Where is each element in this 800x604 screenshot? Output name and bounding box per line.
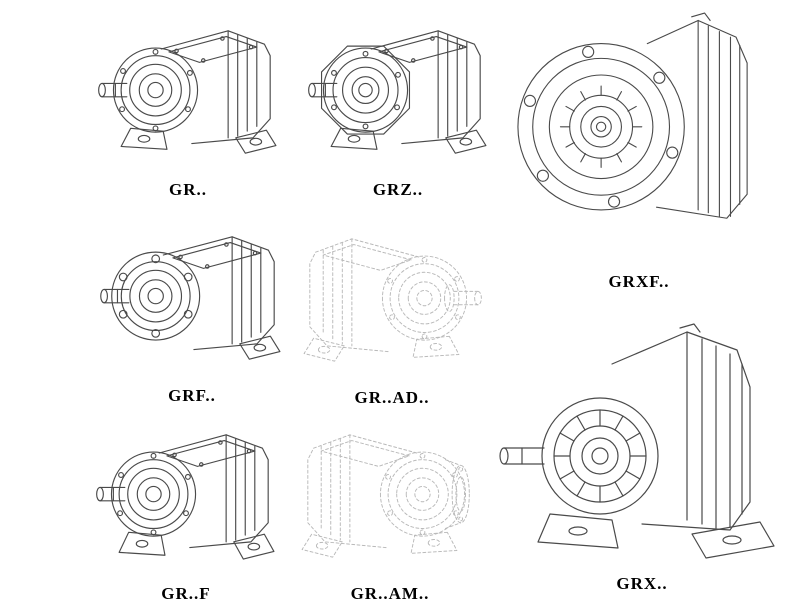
figure-grx: GRX.. bbox=[492, 302, 792, 594]
figure-label-gr: GR.. bbox=[169, 180, 207, 199]
gearbox-drawing-grz bbox=[308, 30, 487, 154]
gearbox-drawing-grf bbox=[100, 236, 281, 360]
figure-grad: GR..AD.. bbox=[292, 214, 492, 408]
figure-label-grff: GR..F bbox=[161, 584, 211, 603]
figure-label-grz: GRZ.. bbox=[372, 180, 424, 199]
figure-gram: GR..AM.. bbox=[290, 410, 490, 604]
figure-grz: GRZ.. bbox=[298, 6, 498, 200]
gearbox-drawing-grad bbox=[303, 238, 482, 362]
figure-label-grxf: GRXF.. bbox=[608, 272, 670, 291]
gearbox-drawing-grx bbox=[499, 323, 775, 559]
figure-gr: GR.. bbox=[88, 6, 288, 200]
gearbox-drawing-grxf bbox=[517, 12, 748, 219]
gearbox-drawing-gr bbox=[98, 30, 277, 154]
figure-grxf: GRXF.. bbox=[498, 2, 780, 292]
figure-label-gram: GR..AM.. bbox=[350, 584, 430, 603]
gearbox-drawing-grff bbox=[96, 434, 275, 560]
figure-grf: GRF.. bbox=[92, 212, 292, 406]
figure-grff: GR..F bbox=[86, 410, 286, 604]
figure-label-grx: GRX.. bbox=[616, 574, 668, 593]
figure-label-grad: GR..AD.. bbox=[354, 388, 430, 407]
figure-label-grf: GRF.. bbox=[168, 386, 216, 405]
gearbox-drawing-gram bbox=[301, 434, 470, 558]
